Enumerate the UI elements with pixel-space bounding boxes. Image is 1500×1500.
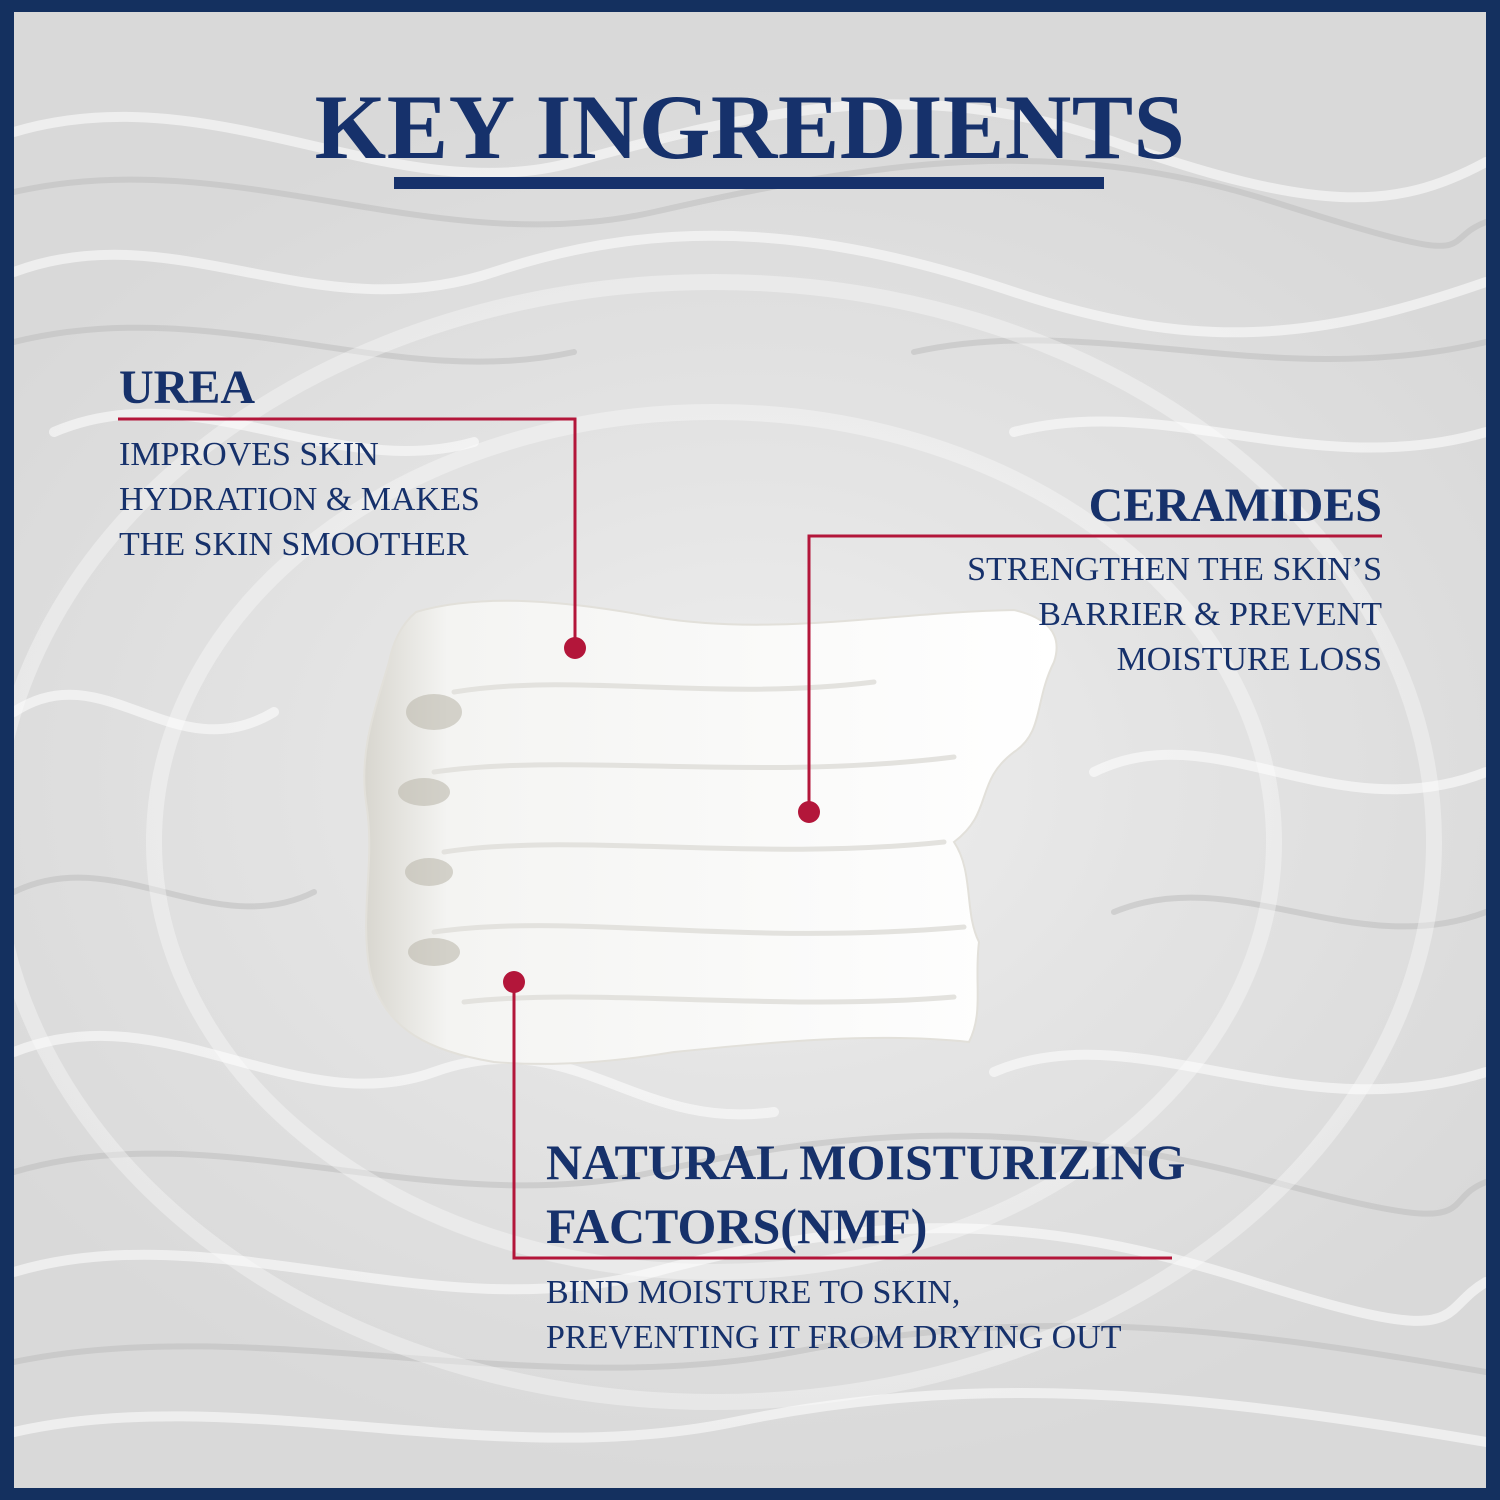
- urea-heading: UREA: [119, 361, 256, 414]
- urea-description: IMPROVES SKIN HYDRATION & MAKES THE SKIN…: [119, 432, 480, 567]
- ceramides-description: STRENGTHEN THE SKIN’S BARRIER & PREVENT …: [967, 547, 1382, 682]
- ceramides-description-line: BARRIER & PREVENT: [1038, 596, 1382, 633]
- water-ripple-background: [14, 12, 1486, 1488]
- ceramides-description-line: STRENGTHEN THE SKIN’S: [967, 551, 1382, 588]
- ceramides-connector-line: [807, 534, 1382, 812]
- urea-description-line: THE SKIN SMOOTHER: [119, 526, 469, 563]
- water-ripple-pattern: [14, 99, 1486, 1447]
- nmf-heading: NATURAL MOISTURIZING FACTORS(NMF): [546, 1130, 1185, 1258]
- nmf-marker-dot: [503, 971, 525, 993]
- nmf-description: BIND MOISTURE TO SKIN, PREVENTING IT FRO…: [546, 1270, 1122, 1360]
- page-title: KEY INGREDIENTS: [314, 76, 1186, 178]
- urea-marker-dot: [564, 637, 586, 659]
- callout-connectors: [118, 417, 1382, 1260]
- cream-swatch-illustration: [363, 599, 1058, 1065]
- nmf-description-line: PREVENTING IT FROM DRYING OUT: [546, 1319, 1122, 1356]
- urea-connector-line: [118, 417, 577, 648]
- ceramides-description-line: MOISTURE LOSS: [1116, 641, 1382, 678]
- nmf-heading-line: FACTORS(NMF): [546, 1198, 928, 1254]
- nmf-heading-line: NATURAL MOISTURIZING: [546, 1134, 1186, 1190]
- nmf-description-line: BIND MOISTURE TO SKIN,: [546, 1274, 961, 1311]
- urea-description-line: HYDRATION & MAKES: [119, 481, 480, 518]
- nmf-connector-line: [512, 982, 1172, 1260]
- title-underline: [394, 177, 1104, 189]
- ceramides-marker-dot: [798, 801, 820, 823]
- cream-swatch: [363, 599, 1058, 1065]
- ceramides-heading: CERAMIDES: [1088, 479, 1382, 532]
- urea-description-line: IMPROVES SKIN: [119, 436, 379, 473]
